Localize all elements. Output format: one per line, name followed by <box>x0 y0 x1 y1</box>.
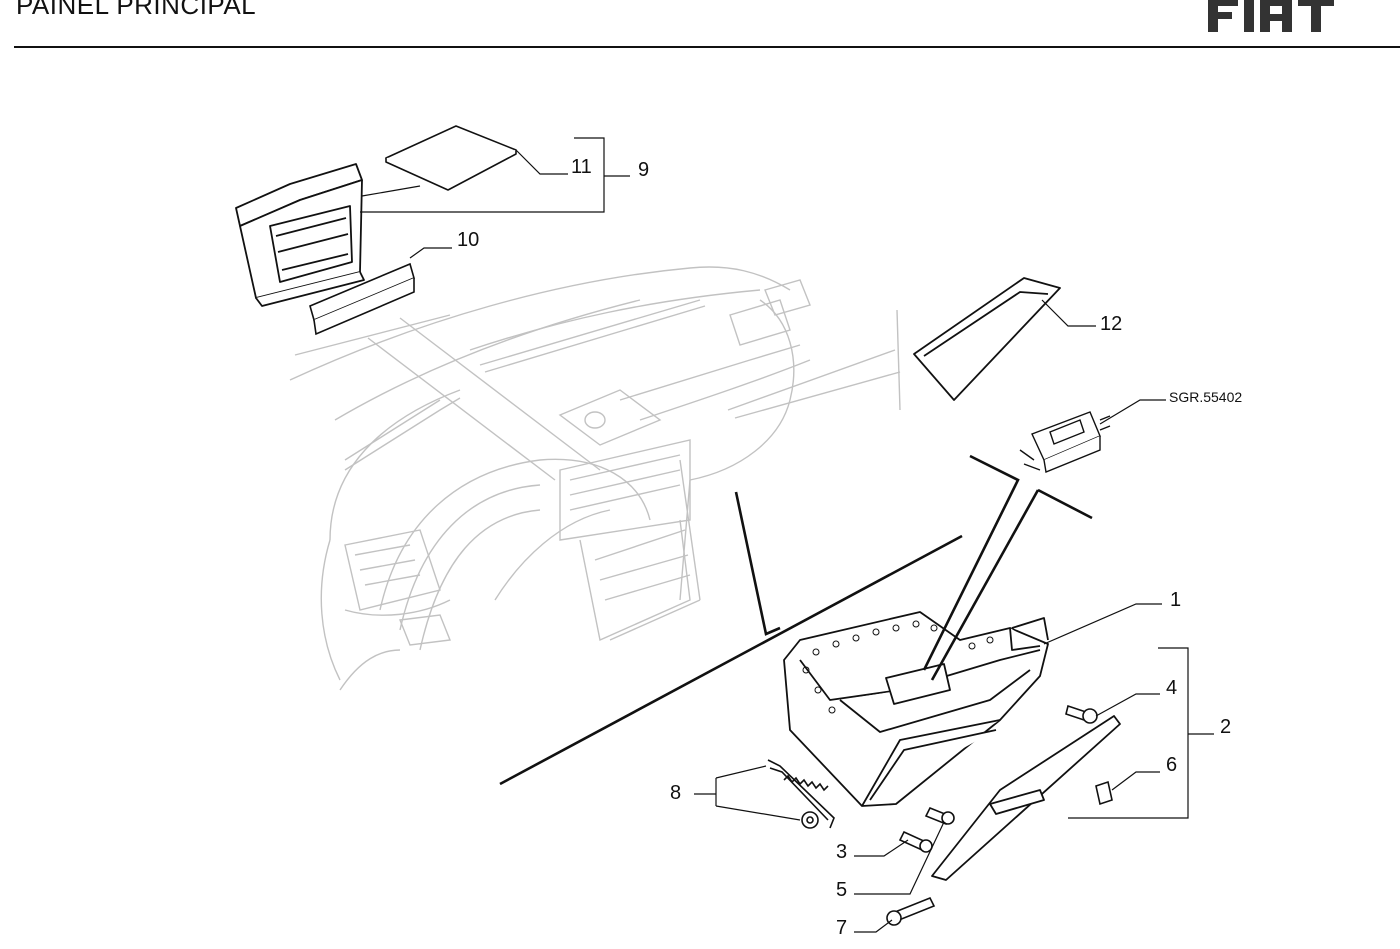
callout-4: 4 <box>1166 677 1177 699</box>
callout-10: 10 <box>457 229 479 251</box>
trim-panel <box>913 277 1061 401</box>
leader-pointer-lines <box>499 454 1093 786</box>
callout-5: 5 <box>836 879 847 901</box>
callout-3: 3 <box>836 841 847 863</box>
callout-12: 12 <box>1100 313 1122 335</box>
glovebox-rim-holes <box>802 620 994 714</box>
glovebox-tub <box>783 611 1049 807</box>
callout-6: 6 <box>1166 754 1177 776</box>
glovebox-door <box>931 715 1121 881</box>
storage-compartment <box>235 163 365 307</box>
page-title: PAINEL PRINCIPAL <box>16 0 257 20</box>
callout-lines <box>360 137 1214 933</box>
dashboard-background-drawing <box>289 266 901 691</box>
fasteners <box>886 704 1113 926</box>
callout-sgr: SGR.55402 <box>1169 389 1242 405</box>
glovebox-switch <box>1019 411 1111 473</box>
door-check-strap <box>767 759 835 829</box>
callout-7: 7 <box>836 917 847 939</box>
callout-2: 2 <box>1220 716 1231 738</box>
header-divider <box>14 46 1400 48</box>
callout-9: 9 <box>638 159 649 181</box>
callout-11: 11 <box>571 156 592 178</box>
fiat-logo <box>1208 0 1334 32</box>
bin-lid <box>385 125 517 191</box>
bin-insert-plate <box>309 262 415 336</box>
callout-8: 8 <box>670 782 681 804</box>
clip-6 <box>1095 780 1113 806</box>
callout-1: 1 <box>1170 589 1181 611</box>
